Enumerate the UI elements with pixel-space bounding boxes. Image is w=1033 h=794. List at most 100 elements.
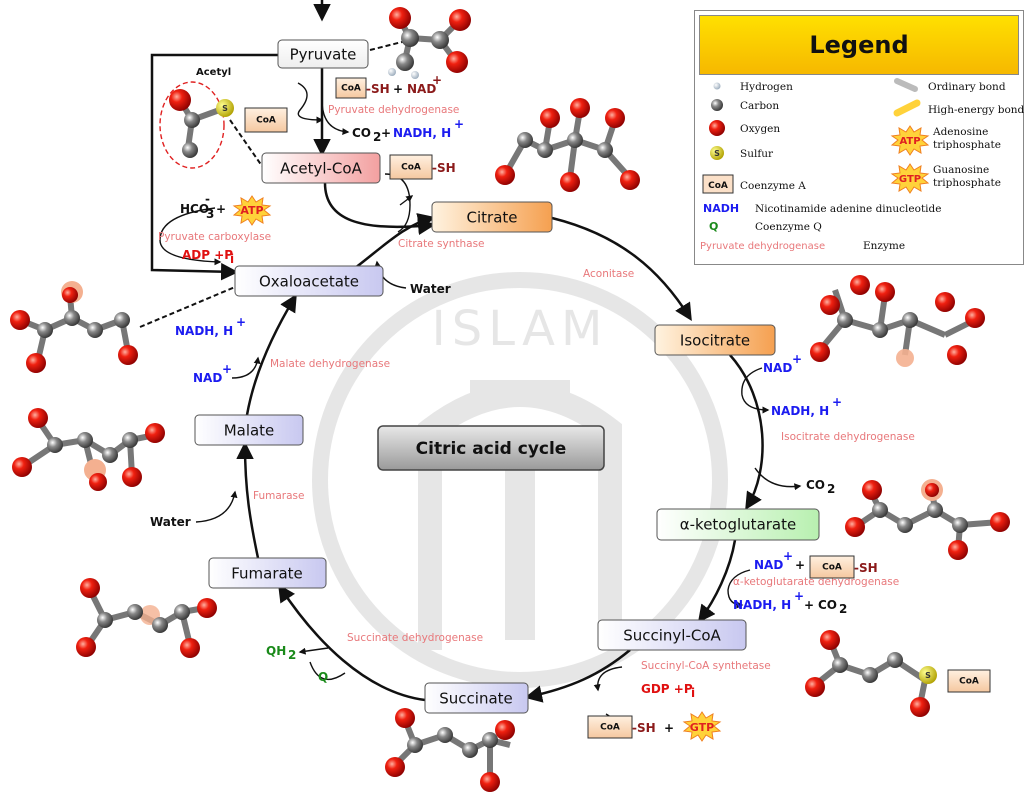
arrow-isocitrate-akg — [729, 354, 764, 510]
svg-text:Acetyl: Acetyl — [196, 67, 231, 78]
svg-text:-SH: -SH — [632, 721, 656, 735]
legend-atp-line2: triphosphate — [933, 139, 1001, 151]
gdp-pi: GDP +P i — [641, 682, 695, 700]
succinate-molecule — [385, 708, 515, 792]
legend-gtp-line1: Guanosine — [933, 164, 989, 176]
svg-text:+: + — [795, 558, 805, 572]
svg-text:α-ketoglutarate: α-ketoglutarate — [680, 516, 796, 534]
svg-text:NADH, H: NADH, H — [733, 598, 791, 612]
svg-text:Citric acid cycle: Citric acid cycle — [416, 439, 567, 459]
svg-text:NAD: NAD — [754, 558, 783, 572]
arrow-citrate-isocitrate — [551, 216, 692, 321]
enzyme-akg-dehydrogenase: α-ketoglutarate dehydrogenase — [733, 576, 899, 588]
svg-text:ADP +P: ADP +P — [182, 248, 233, 262]
atp-symbol — [890, 125, 930, 156]
svg-text:+: + — [393, 82, 403, 96]
metabolite-fumarate: Fumarate — [208, 557, 327, 589]
svg-text:HCO: HCO — [180, 202, 209, 216]
svg-text:NAD: NAD — [193, 371, 222, 385]
legend-oxygen: Oxygen — [740, 123, 780, 135]
atp-star-carboxylase: ATP — [232, 195, 272, 226]
svg-text:Acetyl-CoA: Acetyl-CoA — [280, 160, 362, 178]
svg-text:NAD: NAD — [407, 82, 436, 96]
legend-ordinary-bond: Ordinary bond — [928, 81, 1006, 93]
arrow-succinylcoa-succinate — [524, 649, 631, 703]
adp-pi: ADP +P i — [182, 248, 234, 266]
metabolite-oxaloacetate: Oxaloacetate — [234, 265, 384, 297]
svg-text:ATP: ATP — [899, 136, 920, 147]
svg-text:S: S — [925, 671, 931, 680]
svg-text:+: + — [794, 589, 804, 603]
enzyme-succinate-dehydrogenase: Succinate dehydrogenase — [347, 632, 483, 644]
svg-text:Oxaloacetate: Oxaloacetate — [259, 273, 359, 291]
qh2: QH 2 — [266, 644, 296, 662]
svg-text:+: + — [454, 117, 464, 131]
enzyme-aconitase: Aconitase — [583, 268, 634, 280]
svg-text:Succinate: Succinate — [439, 690, 513, 708]
legend-panel: Legend Hydrogen Carbon Oxygen S Sulfur C… — [694, 10, 1025, 265]
svg-text:CO: CO — [352, 126, 371, 140]
svg-text:NAD: NAD — [763, 361, 792, 375]
water-fumarase: Water — [150, 515, 191, 529]
arrow-fumarate-malate — [236, 441, 260, 559]
oxygen-symbol — [709, 120, 725, 136]
svg-text:ATP: ATP — [240, 204, 263, 217]
svg-text:+: + — [664, 721, 674, 735]
svg-text:Citrate: Citrate — [467, 209, 518, 227]
svg-text:CoA: CoA — [600, 723, 620, 733]
metabolite-isocitrate: Isocitrate — [654, 324, 776, 356]
svg-text:GDP +P: GDP +P — [641, 682, 693, 696]
svg-text:+: + — [783, 549, 793, 563]
high-energy-bond-symbol — [893, 99, 921, 117]
svg-text:2: 2 — [839, 602, 847, 616]
arrow-malate-oxaloacetate — [245, 294, 297, 416]
legend-nadh: Nicotinamide adenine dinucleotide — [755, 203, 941, 215]
enzyme-labels: Pyruvate dehydrogenase Pyruvate carboxyl… — [158, 104, 915, 672]
metabolite-succinyl-coa: Succinyl-CoA — [597, 619, 747, 651]
svg-text:Isocitrate: Isocitrate — [680, 332, 750, 350]
metabolite-malate: Malate — [194, 414, 304, 446]
legend-high-energy-bond: High-energy bond — [928, 104, 1025, 116]
svg-text:CoA: CoA — [256, 116, 276, 126]
arrow-succinate-fumarate — [278, 584, 426, 702]
metabolite-pyruvate: Pyruvate — [277, 39, 369, 69]
legend-gtp-line2: triphosphate — [933, 177, 1001, 189]
metabolite-succinate: Succinate — [424, 682, 529, 714]
legend-sulfur: Sulfur — [740, 148, 774, 160]
legend-enzyme: Enzyme — [863, 240, 905, 252]
acetyl-molecule: S — [169, 89, 234, 158]
legend-atp-line1: Adenosine — [932, 126, 988, 138]
svg-text:+: + — [832, 395, 842, 409]
svg-text:GTP: GTP — [690, 721, 714, 734]
svg-text:QH: QH — [266, 644, 286, 658]
hco3-atp: HCO 3 - + — [180, 192, 226, 221]
svg-text:NADH, H: NADH, H — [393, 126, 451, 140]
svg-text:CoA: CoA — [822, 563, 842, 573]
svg-text:GTP: GTP — [899, 174, 921, 185]
svg-text:-SH: -SH — [366, 82, 390, 96]
svg-text:CoA: CoA — [708, 181, 728, 191]
cycle-arrows — [150, 0, 764, 703]
acetyl-group: Acetyl CoA — [159, 67, 288, 169]
enzyme-succinyl-coa-synthetase: Succinyl-CoA synthetase — [641, 660, 771, 672]
svg-text:Succinyl-CoA: Succinyl-CoA — [623, 627, 721, 645]
svg-text:Fumarate: Fumarate — [231, 565, 303, 583]
svg-text:-SH: -SH — [432, 161, 456, 175]
coa-symbol — [702, 174, 734, 194]
metabolite-acetyl-coa: Acetyl-CoA — [261, 152, 381, 184]
svg-text:ISLAM: ISLAM — [432, 301, 609, 357]
svg-text:2: 2 — [373, 130, 381, 144]
malate-molecule — [12, 408, 165, 491]
legend-title: Legend — [699, 15, 1019, 75]
nad-isocitrate: NAD + — [763, 352, 802, 375]
isocitrate-molecule — [810, 275, 985, 367]
coa-sh-acetyl: CoA -SH — [389, 154, 456, 180]
nadh-co2-akg: NADH, H + + CO 2 — [733, 589, 847, 616]
svg-text:NADH, H: NADH, H — [175, 324, 233, 338]
svg-text:Malate: Malate — [224, 422, 275, 440]
arrow-pyruvate-oxaloacetate — [150, 53, 278, 281]
enzyme-symbol: Pyruvate dehydrogenase — [700, 241, 825, 252]
coa-sh-pyruvate: CoA -SH + NAD + — [335, 73, 442, 99]
pyruvate-molecule — [388, 7, 471, 79]
